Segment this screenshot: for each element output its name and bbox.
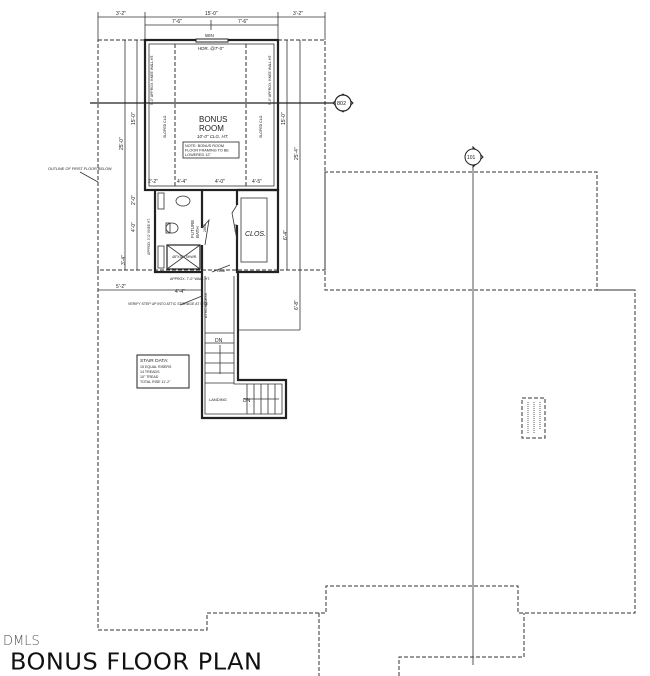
svg-text:NOTE: BONUS ROOM: NOTE: BONUS ROOM	[185, 144, 224, 148]
dimension-texts: 3'-2" 15'-0" 3'-2" 7'-6" 7'-6" 25'-0" 15…	[116, 11, 303, 310]
svg-text:15'-0": 15'-0"	[205, 11, 218, 17]
svg-text:2868: 2868	[217, 269, 225, 273]
svg-text:7'-6": 7'-6"	[238, 19, 248, 25]
outline-note: OUTLINE OF FIRST FLOOR BELOW	[48, 167, 112, 183]
room-name: BONUS	[199, 115, 227, 124]
svg-text:6'-8": 6'-8"	[294, 300, 300, 310]
ceiling-height: 10'-0" CLG. HT.	[197, 134, 229, 139]
svg-text:15 EQUAL RISERS: 15 EQUAL RISERS	[140, 365, 172, 369]
svg-text:25'-0": 25'-0"	[119, 137, 125, 150]
svg-text:SLOPED CLG.: SLOPED CLG.	[163, 115, 167, 138]
dimension-lines	[97, 12, 326, 331]
svg-text:SLOPED CLG.: SLOPED CLG.	[259, 115, 263, 138]
svg-text:2868: 2868	[234, 224, 238, 232]
window	[195, 38, 229, 43]
stair-corridor	[200, 264, 288, 420]
section-marker-101: 101	[464, 145, 484, 665]
attic-access-label: ATTIC ACCESS	[204, 292, 208, 318]
svg-text:APPROX. 7'-0" WALL HT.: APPROX. 7'-0" WALL HT.	[170, 277, 210, 281]
svg-text:3'-2": 3'-2"	[293, 11, 303, 17]
section-marker-802: 802	[90, 93, 354, 113]
bonus-room-walls	[143, 38, 280, 192]
svg-text:14 TREADS: 14 TREADS	[140, 370, 160, 374]
svg-text:3'-2": 3'-2"	[116, 11, 126, 17]
framing-note: NOTE: BONUS ROOM FLOOR FRAMING TO BE LOW…	[182, 141, 240, 159]
svg-text:4'-4": 4'-4"	[175, 289, 185, 295]
first-floor-outline	[97, 39, 636, 631]
svg-text:LOWERED 12": LOWERED 12"	[185, 153, 211, 157]
shower-label: 48"X36" SHWR.	[172, 255, 197, 259]
watermark: DMLS	[3, 634, 40, 649]
svg-text:4'-5": 4'-5"	[252, 179, 262, 185]
svg-text:STAIR DATA:: STAIR DATA:	[140, 358, 169, 364]
svg-text:10" TREAD: 10" TREAD	[140, 375, 159, 379]
svg-text:VERIFY STEP UP INTO ATTIC STOR: VERIFY STEP UP INTO ATTIC STORAGE AT SIT…	[128, 302, 209, 306]
closet-label: CLOS.	[245, 231, 266, 238]
svg-text:FLOOR FRAMING TO BE: FLOOR FRAMING TO BE	[185, 149, 229, 153]
svg-text:5'-0" APPROX. KNEE WALL HT.: 5'-0" APPROX. KNEE WALL HT.	[268, 54, 272, 105]
header-label: HDR. @7'-0"	[198, 46, 224, 51]
svg-text:3'-4": 3'-4"	[121, 255, 127, 265]
svg-text:5'-0" APPROX. KNEE WALL HT.: 5'-0" APPROX. KNEE WALL HT.	[150, 54, 154, 105]
svg-text:15'-0": 15'-0"	[281, 112, 287, 125]
shower	[166, 244, 201, 270]
svg-text:2868: 2868	[203, 224, 207, 232]
svg-text:802: 802	[337, 101, 346, 107]
window-label: WIN	[205, 33, 214, 38]
verify-note: VERIFY STEP UP INTO ATTIC STORAGE AT SIT…	[128, 295, 209, 306]
svg-text:5'-2": 5'-2"	[116, 284, 126, 290]
stair-down-label-2: DN	[243, 398, 251, 404]
svg-text:7'-6": 7'-6"	[172, 19, 182, 25]
svg-text:4'-4": 4'-4"	[177, 179, 187, 185]
toilet	[165, 222, 179, 234]
svg-text:2'-0": 2'-0"	[131, 195, 137, 205]
svg-text:4'-0": 4'-0"	[131, 222, 137, 232]
sink	[175, 195, 191, 207]
svg-text:OUTLINE OF FIRST FLOOR BELOW: OUTLINE OF FIRST FLOOR BELOW	[48, 167, 112, 171]
small-dashed-box	[521, 397, 546, 439]
landing-label: LANDING	[209, 397, 227, 402]
bath-label: FUTURE	[190, 220, 195, 238]
svg-text:2'-2": 2'-2"	[148, 179, 158, 185]
svg-text:APPROX. 5'-0" KNEE HT.: APPROX. 5'-0" KNEE HT.	[147, 218, 151, 255]
svg-text:101: 101	[467, 155, 476, 161]
svg-text:6'-4": 6'-4"	[283, 230, 289, 240]
svg-text:15'-0": 15'-0"	[131, 112, 137, 125]
future-bath	[153, 190, 210, 274]
room-name-2: ROOM	[199, 124, 224, 133]
stair-data-box: STAIR DATA: 15 EQUAL RISERS 14 TREADS 10…	[136, 354, 190, 389]
first-floor-outline-lower	[318, 613, 525, 676]
svg-text:4'-0": 4'-0"	[215, 179, 225, 185]
svg-text:25'-4": 25'-4"	[294, 147, 300, 160]
svg-text:TOTAL RISE 11'-2": TOTAL RISE 11'-2"	[140, 380, 171, 384]
plan-title: BONUS FLOOR PLAN	[10, 648, 263, 676]
stair-down-label: DN	[215, 338, 223, 344]
closet	[231, 188, 280, 274]
bath-label-2: BATH	[195, 226, 200, 238]
